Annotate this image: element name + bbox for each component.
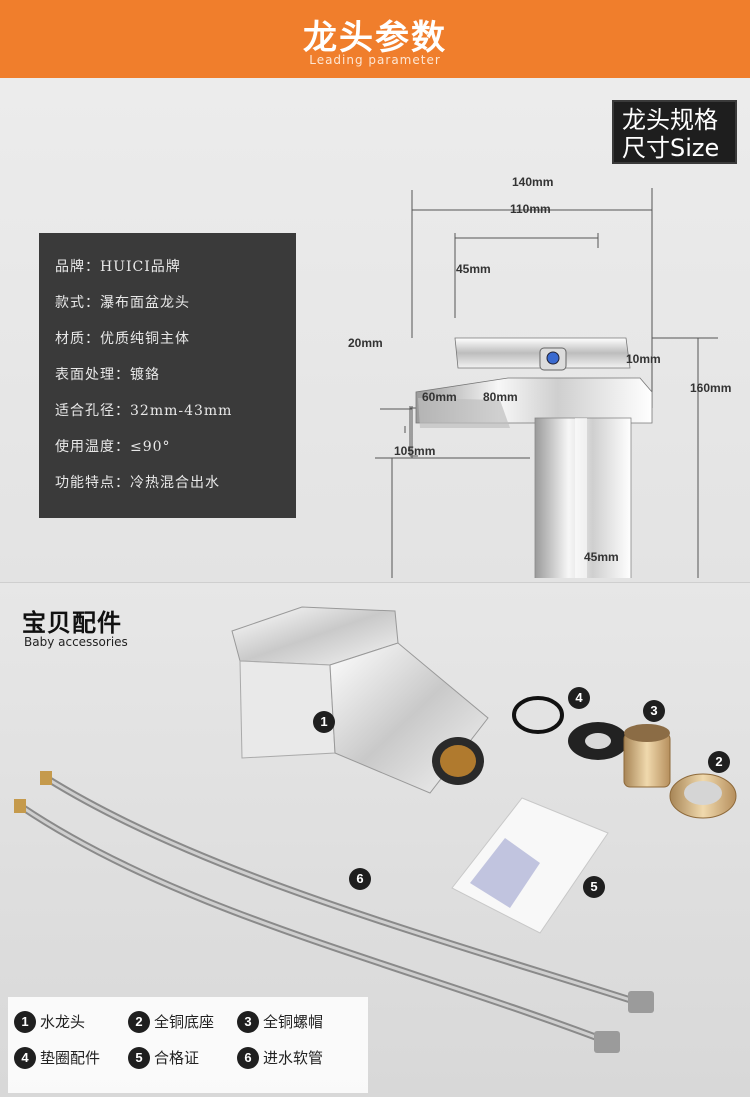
dimension-section: 龙头规格 尺寸Size 品牌：HUICI品牌 款式：瀑布面盆龙头 材质：优质纯铜… (0, 78, 750, 623)
legend-text-4: 垫圈配件 (40, 1049, 101, 1067)
header-subtitle: Leading parameter (309, 53, 441, 67)
dimension-drawing: 140mm 110mm 45mm 20mm 10mm 160mm 60mm 80… (340, 175, 750, 623)
spec-feature: 功能特点：冷热混合出水 (55, 475, 220, 491)
dim-110: 110mm (510, 202, 551, 216)
marker-1: 1 (313, 711, 335, 733)
legend-num-6: 6 (237, 1047, 259, 1069)
size-tag-line1: 龙头规格 (622, 106, 718, 134)
marker-3: 3 (643, 700, 665, 722)
marker-2: 2 (708, 751, 730, 773)
legend-num-5: 5 (128, 1047, 150, 1069)
legend-num-3: 3 (237, 1011, 259, 1033)
marker-4: 4 (568, 687, 590, 709)
dim-140: 140mm (512, 175, 554, 189)
spec-hole-size: 适合孔径：32mm-43mm (55, 403, 233, 419)
accessories-section: 宝贝配件 Baby accessories (0, 582, 750, 1097)
dim-60: 60mm (422, 390, 457, 404)
accessories-legend: 1 水龙头 2 全铜底座 3 全铜螺帽 4 垫圈配件 5 合格证 6 进水软管 (8, 997, 368, 1093)
dim-45-top: 45mm (456, 262, 491, 276)
legend-num-1: 1 (14, 1011, 36, 1033)
accessories-photo (14, 606, 737, 1053)
spec-finish: 表面处理：镀鉻 (55, 367, 160, 383)
dim-20: 20mm (348, 336, 383, 350)
spec-style: 款式：瀑布面盆龙头 (55, 295, 190, 311)
size-tag: 龙头规格 尺寸Size (612, 100, 737, 164)
legend-num-4: 4 (14, 1047, 36, 1069)
spec-material: 材质：优质纯铜主体 (55, 331, 190, 347)
spec-temperature: 使用温度：≤90° (55, 439, 171, 455)
legend-text-3: 全铜螺帽 (263, 1013, 324, 1031)
size-tag-line2: 尺寸Size (622, 134, 720, 162)
accessories-title: 宝贝配件 (22, 609, 122, 637)
faucet-diagram (370, 188, 720, 623)
dim-105: 105mm (394, 444, 436, 458)
dim-10: 10mm (626, 352, 661, 366)
legend-text-1: 水龙头 (40, 1013, 86, 1031)
legend-text-5: 合格证 (154, 1049, 200, 1067)
header-title: 龙头参数 (303, 18, 447, 58)
marker-5: 5 (583, 876, 605, 898)
dim-160: 160mm (690, 381, 732, 395)
header-banner: 龙头参数 Leading parameter (0, 0, 750, 78)
spec-brand: 品牌：HUICI品牌 (55, 259, 181, 275)
spec-box: 品牌：HUICI品牌 款式：瀑布面盆龙头 材质：优质纯铜主体 表面处理：镀鉻 适… (39, 233, 296, 518)
legend-text-6: 进水软管 (263, 1049, 324, 1067)
dim-80: 80mm (483, 390, 518, 404)
faucet-item (231, 606, 489, 794)
accessories-subtitle: Baby accessories (24, 635, 128, 649)
legend-text-2: 全铜底座 (154, 1013, 215, 1031)
marker-6: 6 (349, 868, 371, 890)
dim-45-bottom: 45mm (584, 550, 619, 564)
legend-num-2: 2 (128, 1011, 150, 1033)
